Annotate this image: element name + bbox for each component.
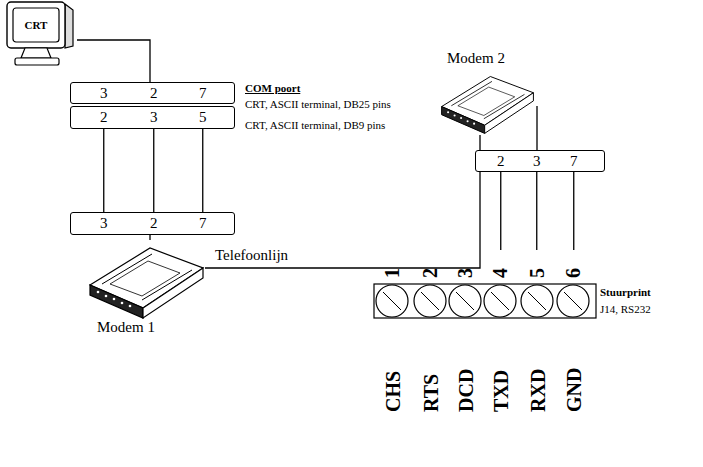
modem-part [451, 81, 492, 105]
crt-monitor-icon [5, 0, 77, 68]
terminal-number: 5 [527, 268, 547, 278]
pin-box: 3 2 7 [70, 82, 235, 104]
modem-part [102, 254, 152, 284]
modem-part [143, 268, 203, 318]
terminal-number: 3 [455, 268, 475, 278]
modem-part [90, 285, 143, 318]
signal-name: CHS [382, 371, 405, 412]
modem: Modem 1 [88, 240, 205, 337]
pin-number: 3 [100, 85, 108, 102]
node-label: CRT [25, 19, 48, 32]
crt-monitor-part [7, 2, 65, 48]
modem-part [454, 114, 456, 116]
node-label: Modem 1 [97, 319, 155, 336]
wire [153, 129, 154, 212]
pin-number: 7 [570, 153, 578, 170]
terminal-block-part [521, 285, 553, 317]
modem-part [97, 291, 100, 294]
terminal-block-part [414, 285, 446, 317]
pin-box: 3 2 7 [70, 212, 235, 235]
modem-part [105, 295, 108, 298]
pin-number: 3 [533, 153, 541, 170]
terminal-block-part [557, 285, 589, 317]
pin-number: 2 [497, 153, 505, 170]
modem-part [458, 87, 515, 115]
wire [202, 129, 203, 212]
wire [103, 129, 104, 212]
terminal-block-part [421, 292, 439, 310]
node-label: Modem 2 [447, 50, 505, 67]
modem-part [113, 298, 116, 301]
crt-monitor-part [65, 4, 73, 48]
terminal-block-part [484, 285, 516, 317]
pin-number: 7 [199, 85, 207, 102]
wire [536, 106, 537, 150]
modem-icon [88, 240, 205, 320]
modem-icon [430, 70, 545, 135]
pin-number: 7 [199, 215, 207, 232]
modem-part [473, 123, 475, 125]
signal-name: GND [563, 368, 586, 412]
crt-monitor: CRT [5, 0, 77, 68]
wire [500, 172, 501, 250]
wire [77, 40, 150, 82]
terminal-block: 1 2 3 4 5 6 [374, 250, 596, 320]
modem-part [442, 107, 485, 134]
port-heading: COM poort [245, 82, 300, 95]
pin-number: 3 [150, 109, 158, 126]
edge-label: Telefoonlijn [215, 247, 288, 264]
wire [536, 172, 537, 250]
modem-part [121, 302, 124, 305]
wire [573, 172, 574, 250]
modem-part [484, 94, 525, 118]
terminal-number: 6 [563, 268, 583, 278]
crt-monitor-part [15, 58, 59, 65]
wire [205, 135, 480, 268]
crt-monitor-part [13, 8, 59, 42]
modem-part [129, 305, 132, 308]
terminal-block-part [383, 292, 401, 310]
pin-box: 2 3 7 [475, 150, 605, 172]
pin-box: 2 3 5 [70, 106, 235, 129]
terminal-block-part [449, 285, 481, 317]
terminal-block-part [491, 292, 509, 310]
modem-part [460, 117, 462, 119]
terminal-number: 4 [490, 268, 510, 278]
connector-note: CRT, ASCII terminal, DB25 pins [245, 98, 391, 111]
modem-part [447, 111, 449, 113]
signal-name: RXD [527, 369, 550, 412]
pin-number: 3 [100, 215, 108, 232]
terminal-block-part [374, 284, 596, 318]
connector-id: J14, RS232 [600, 303, 651, 316]
terminal-block-part [564, 292, 582, 310]
modem-part [467, 120, 469, 122]
signal-name: RTS [420, 374, 443, 412]
terminal-block-icon [374, 250, 596, 320]
pin-number: 5 [199, 109, 207, 126]
signal-name: TXD [490, 370, 513, 412]
terminal-number: 1 [382, 268, 402, 278]
pin-number: 2 [100, 109, 108, 126]
connector-note: CRT, ASCII terminal, DB9 pins [245, 119, 385, 132]
signal-name: DCD [455, 369, 478, 412]
modem-part [110, 261, 180, 296]
board-name: Stuurprint [600, 286, 651, 299]
crt-monitor-part [21, 48, 51, 58]
modem-part [142, 270, 192, 300]
wire [149, 235, 150, 240]
terminal-block-part [528, 292, 546, 310]
modem-part [485, 93, 534, 134]
pin-number: 2 [150, 85, 158, 102]
modem: Modem 2 [430, 50, 545, 135]
terminal-block-part [456, 292, 474, 310]
terminal-block-part [376, 285, 408, 317]
terminal-number: 2 [420, 268, 440, 278]
pin-number: 2 [150, 215, 158, 232]
